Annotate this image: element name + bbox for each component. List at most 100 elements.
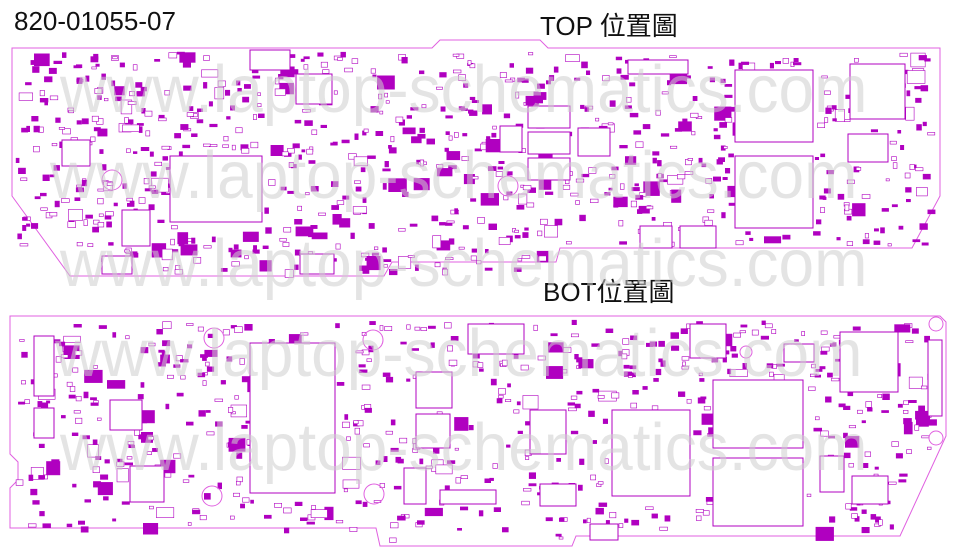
smd-component <box>498 237 511 245</box>
smd-component <box>60 198 70 203</box>
smd-component <box>861 420 866 424</box>
smd-component <box>400 341 407 345</box>
smd-component <box>470 255 477 261</box>
smd-component <box>874 466 879 470</box>
smd-component <box>819 195 826 200</box>
smd-component <box>696 515 702 521</box>
smd-component <box>908 376 923 389</box>
smd-component <box>881 208 889 212</box>
smd-component <box>450 335 459 341</box>
smd-component <box>435 464 453 475</box>
smd-component <box>154 58 161 62</box>
smd-component <box>684 171 694 175</box>
smd-component <box>846 215 852 221</box>
smd-component <box>885 178 890 182</box>
smd-component <box>806 493 812 497</box>
smd-component <box>241 424 248 429</box>
smd-component <box>308 160 316 164</box>
smd-component <box>813 427 822 432</box>
smd-component <box>121 501 130 505</box>
smd-component <box>651 217 656 221</box>
smd-component <box>393 485 402 490</box>
smd-component <box>66 381 73 387</box>
smd-component <box>897 403 903 408</box>
smd-component <box>645 506 654 510</box>
smd-component <box>538 255 547 262</box>
bot-chip-q <box>589 523 619 541</box>
smd-component <box>448 135 453 141</box>
smd-component <box>231 261 240 267</box>
smd-component <box>90 402 99 406</box>
smd-component <box>306 521 315 525</box>
smd-component <box>691 131 696 136</box>
smd-component <box>303 56 310 60</box>
smd-component <box>581 173 590 178</box>
smd-component <box>498 394 504 399</box>
bot-mount-hole-5 <box>928 316 944 332</box>
smd-component <box>20 177 28 181</box>
smd-component <box>222 144 229 148</box>
smd-component <box>814 374 821 378</box>
smd-component <box>470 198 477 202</box>
smd-component <box>521 255 531 259</box>
smd-component <box>264 207 269 214</box>
smd-component <box>570 395 578 400</box>
smd-component <box>421 104 427 109</box>
bottom-board-outline <box>9 315 947 547</box>
bot-chip-n <box>403 467 427 505</box>
bot-chip-i <box>33 335 55 397</box>
smd-component <box>37 401 43 408</box>
smd-component <box>382 247 387 253</box>
smd-component <box>377 75 395 90</box>
smd-component <box>270 145 284 157</box>
smd-component <box>322 69 330 74</box>
smd-component <box>170 238 175 246</box>
smd-component <box>265 227 272 234</box>
smd-component <box>383 259 392 263</box>
smd-component <box>362 501 368 507</box>
smd-component <box>48 67 57 74</box>
smd-component <box>203 143 211 147</box>
smd-component <box>815 368 823 372</box>
smd-component <box>336 200 345 205</box>
smd-component <box>144 110 153 117</box>
smd-component <box>38 443 45 449</box>
smd-component <box>597 394 605 399</box>
smd-component <box>19 243 29 247</box>
smd-component <box>183 85 192 91</box>
smd-component <box>410 107 419 111</box>
smd-component <box>72 367 79 373</box>
smd-component <box>825 107 832 114</box>
smd-component <box>46 461 61 476</box>
smd-component <box>119 62 125 68</box>
smd-component <box>499 72 507 78</box>
smd-component <box>177 238 185 242</box>
smd-component <box>60 354 69 359</box>
smd-component <box>852 326 861 331</box>
smd-component <box>49 212 58 217</box>
smd-component <box>317 52 324 57</box>
smd-component <box>817 122 825 128</box>
smd-component <box>25 82 32 86</box>
smd-component <box>167 374 174 379</box>
smd-component <box>793 57 799 62</box>
smd-component <box>862 239 870 245</box>
smd-component <box>618 523 624 528</box>
smd-component <box>513 409 520 414</box>
smd-component <box>911 328 919 334</box>
smd-component <box>15 157 20 163</box>
smd-component <box>454 208 459 215</box>
smd-component <box>120 99 133 115</box>
smd-component <box>659 526 668 531</box>
smd-component <box>490 378 497 386</box>
smd-component <box>135 82 143 88</box>
smd-component <box>203 245 212 249</box>
smd-component <box>402 191 409 198</box>
smd-component <box>838 403 846 408</box>
smd-component <box>459 506 469 511</box>
smd-component <box>411 348 419 351</box>
smd-component <box>615 56 623 61</box>
smd-component <box>113 202 118 207</box>
smd-component <box>698 372 703 377</box>
smd-component <box>426 138 435 145</box>
